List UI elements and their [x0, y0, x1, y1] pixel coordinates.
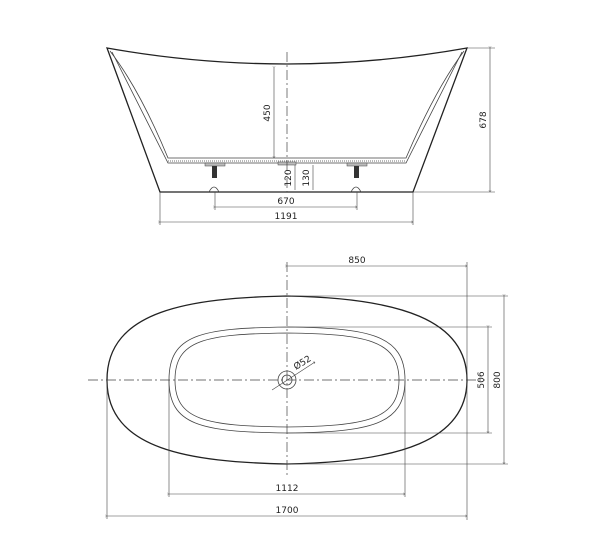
dim-drain-diameter: Ø52	[292, 353, 314, 372]
leg-left	[208, 166, 220, 193]
dim-1191: 1191	[275, 212, 298, 222]
dim-450: 450	[263, 104, 273, 121]
top-view: Ø52 850 800 506 1112 1700	[88, 256, 508, 520]
side-view: 450 120 130 678 670 1191	[105, 47, 495, 225]
leg-mount-right	[346, 162, 368, 167]
dim-678: 678	[479, 111, 489, 128]
dim-670: 670	[277, 197, 294, 207]
leg-right	[350, 166, 362, 193]
dim-800: 800	[493, 371, 503, 388]
dim-130: 130	[302, 169, 312, 186]
drain-icon	[277, 370, 297, 390]
leg-mount-left	[204, 162, 226, 167]
dim-120: 120	[284, 169, 294, 186]
tub-outer-profile	[105, 47, 469, 193]
dim-1112: 1112	[276, 484, 299, 494]
dim-850: 850	[348, 256, 365, 266]
dim-506: 506	[477, 371, 487, 388]
tub-inner-profile	[109, 50, 465, 159]
dim-1700: 1700	[276, 506, 299, 516]
